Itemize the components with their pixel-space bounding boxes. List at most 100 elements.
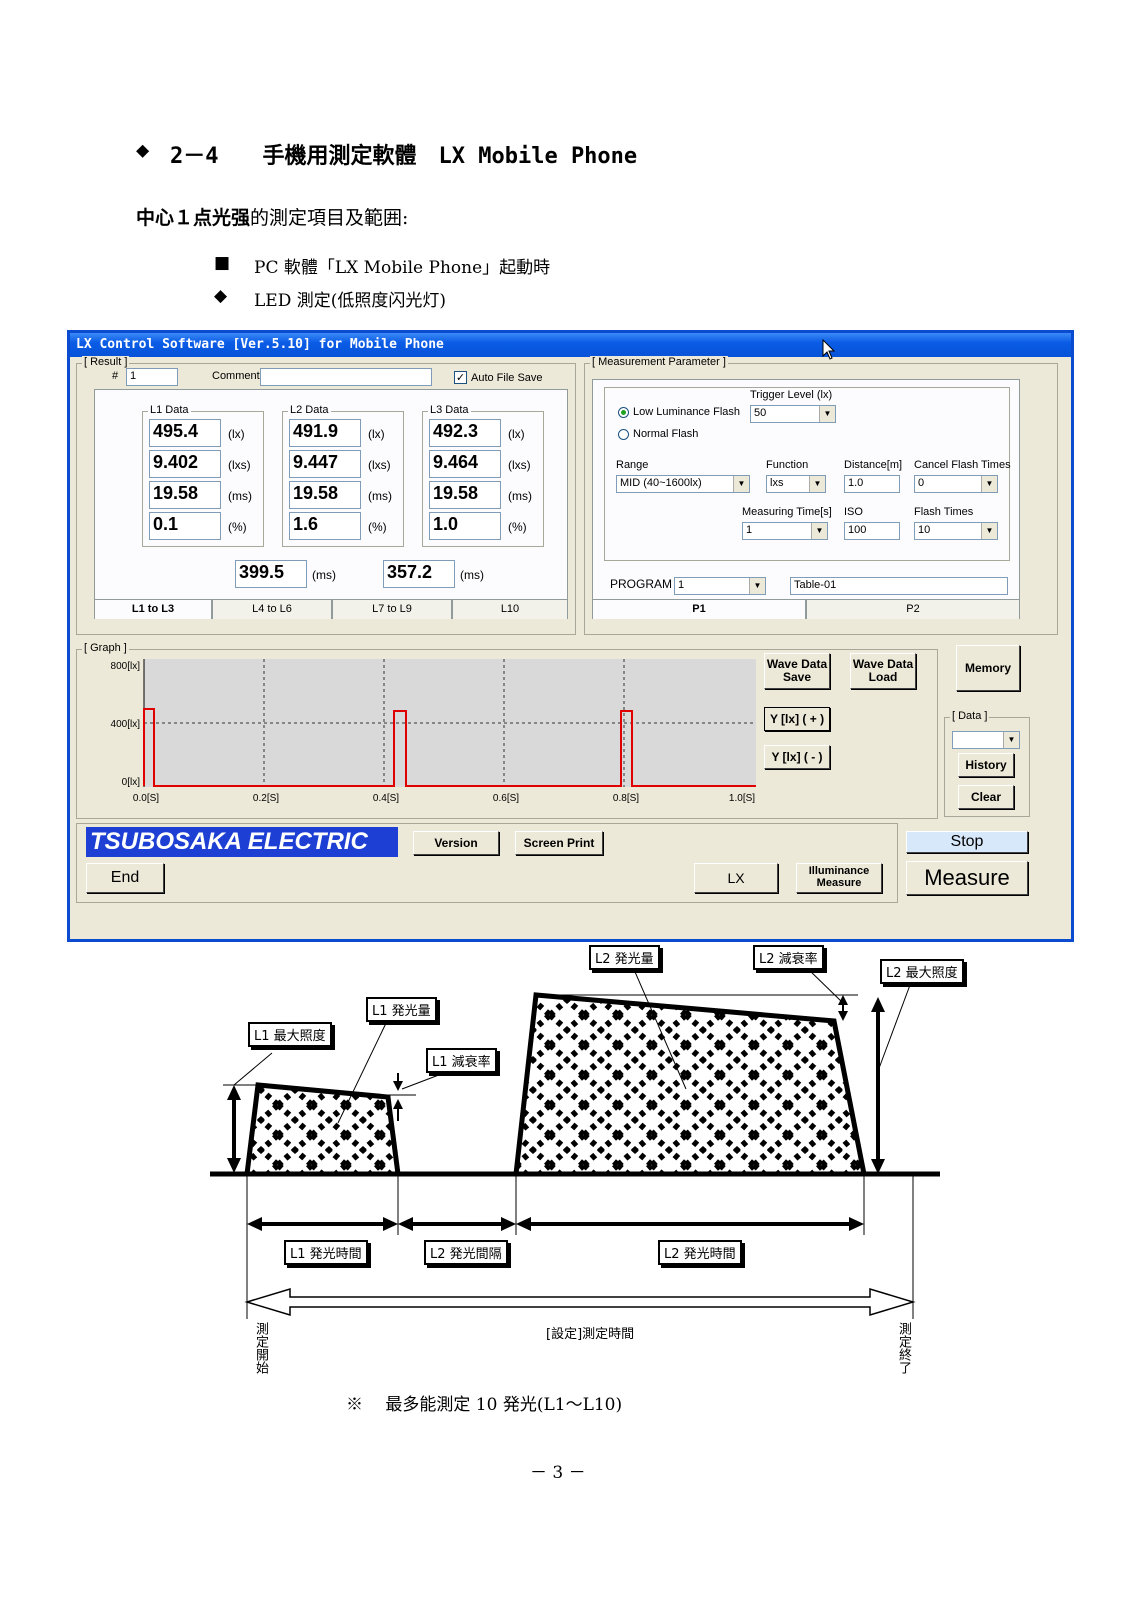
measurement-parameter-label: [ Measurement Parameter ] — [590, 356, 728, 368]
distance-field[interactable]: 1.0 — [844, 475, 900, 493]
arrow-right-icon — [501, 1217, 516, 1231]
function-value: lxs — [770, 477, 784, 489]
y-plus-button[interactable]: Y [lx] ( + ) — [764, 707, 830, 731]
flash-times-value: 10 — [918, 524, 931, 536]
data-select[interactable]: ▼ — [952, 731, 1020, 749]
l1-pulse-shape — [244, 1082, 401, 1177]
interval-1-value: 399.5 — [235, 560, 307, 588]
page-heading: 2－4 手機用測定軟體 LX Mobile Phone — [170, 144, 638, 169]
auto-save-checkbox[interactable]: ✓ — [454, 371, 467, 384]
l2-unit-lx: (lx) — [368, 427, 385, 441]
l2-amount-leader — [631, 964, 687, 1090]
comment-label: Comment — [212, 370, 260, 382]
arrow-right-icon — [383, 1217, 398, 1231]
function-label: Function — [766, 459, 809, 471]
l3-unit-percent: (%) — [508, 520, 527, 534]
l1-unit-percent: (%) — [228, 520, 247, 534]
wave-data-save-button[interactable]: Wave Data Save — [764, 653, 830, 689]
l1-unit-ms: (ms) — [228, 489, 252, 503]
tab-l7-to-l9[interactable]: L7 to L9 — [332, 599, 452, 619]
arrow-right-icon — [849, 1217, 864, 1231]
program-table-field[interactable]: Table-01 — [790, 577, 1008, 595]
measuring-time-select[interactable]: 1▼ — [742, 522, 828, 540]
measurement-time-arrow — [244, 1287, 916, 1317]
label-set-time: [設定]測定時間 — [546, 1327, 635, 1342]
cancel-flash-select[interactable]: 0▼ — [914, 475, 998, 493]
arrow-left-icon — [398, 1217, 413, 1231]
number-field[interactable]: 1 — [126, 368, 178, 386]
label-l1-decay: L1 減衰率 — [426, 1048, 497, 1073]
chevron-down-icon: ▼ — [819, 406, 835, 422]
label-l1-amount: L1 発光量 — [366, 997, 437, 1022]
arrow-up-icon — [871, 997, 885, 1012]
range-label: Range — [616, 459, 649, 471]
comment-field[interactable] — [260, 368, 432, 386]
l2-lux-value: 491.9 — [289, 419, 361, 447]
graph-x-label-0-0: 0.0[S] — [133, 793, 159, 804]
program-select[interactable]: 1▼ — [674, 577, 766, 595]
lx-button[interactable]: LX — [694, 863, 778, 893]
l1-amount-leader — [337, 1018, 389, 1124]
interval-2-value: 357.2 — [383, 560, 455, 588]
bottom-panel — [76, 823, 898, 903]
flash-times-select[interactable]: 10 ▼ — [914, 522, 998, 540]
arrow-down-icon — [838, 1011, 848, 1021]
l2-unit-lxs: (lxs) — [368, 458, 391, 472]
memory-button[interactable]: Memory — [956, 645, 1020, 691]
trigger-level-select[interactable]: 50▼ — [750, 405, 836, 423]
l2-data-label: L2 Data — [288, 404, 331, 416]
function-select[interactable]: lxs▼ — [766, 475, 826, 493]
iso-field[interactable]: 100 — [844, 522, 900, 540]
radio-selected-dot-icon — [621, 410, 626, 415]
stop-button[interactable]: Stop — [906, 831, 1028, 853]
graph-waveform-line — [143, 708, 756, 787]
clear-button[interactable]: Clear — [958, 785, 1014, 809]
graph-y-label-0: 0[lx] — [122, 777, 141, 788]
parameter-inner-group — [604, 387, 1010, 561]
l1-ms-value: 19.58 — [149, 481, 221, 509]
range-select[interactable]: MID (40~1600lx)▼ — [616, 475, 750, 493]
l2-unit-percent: (%) — [368, 520, 387, 534]
l1-data-group — [142, 411, 264, 547]
graph-group — [76, 649, 938, 819]
l1-data-label: L1 Data — [148, 404, 191, 416]
l3-percent-value: 1.0 — [429, 512, 501, 540]
cancel-flash-label: Cancel Flash Times — [914, 459, 1011, 471]
history-button[interactable]: History — [958, 753, 1014, 777]
l1-unit-lx: (lx) — [228, 427, 245, 441]
tab-p2[interactable]: P2 — [806, 599, 1020, 619]
timing-diagram — [210, 964, 940, 1319]
radio-low-luminance[interactable] — [618, 407, 629, 418]
flash-times-label: Flash Times — [914, 506, 974, 518]
page-number: － 3 － — [530, 1463, 586, 1483]
l3-lux-value: 492.3 — [429, 419, 501, 447]
wave-data-load-button[interactable]: Wave Data Load — [850, 653, 916, 689]
y-minus-button[interactable]: Y [lx] ( - ) — [764, 745, 830, 769]
graph-plot: 800[lx] 400[lx] 0[lx] 0.0[S] 0.2[S] 0.4[… — [111, 659, 756, 804]
measure-button[interactable]: Measure — [906, 861, 1028, 895]
graph-x-label-0-6: 0.6[S] — [493, 793, 519, 804]
window-title-bar[interactable]: LX Control Software [Ver.5.10] for Mobil… — [70, 333, 1071, 357]
screen-print-button[interactable]: Screen Print — [515, 831, 603, 855]
chevron-down-icon: ▼ — [981, 476, 997, 492]
tab-l10[interactable]: L10 — [452, 599, 568, 619]
graph-x-label-0-4: 0.4[S] — [373, 793, 399, 804]
tab-l4-to-l6[interactable]: L4 to L6 — [212, 599, 332, 619]
tab-l1-to-l3[interactable]: L1 to L3 — [94, 599, 212, 619]
brand-logo: TSUBOSAKA ELECTRIC — [86, 827, 398, 857]
measuring-time-label: Measuring Time[s] — [742, 506, 832, 518]
chevron-down-icon: ▼ — [981, 523, 997, 539]
version-button[interactable]: Version — [413, 831, 499, 855]
label-l2-amount: L2 発光量 — [589, 945, 660, 970]
illuminance-measure-button[interactable]: Illuminance Measure — [796, 863, 882, 893]
heading-marker: ◆ — [136, 138, 150, 163]
arrow-up-icon — [227, 1085, 241, 1100]
radio-normal-flash[interactable] — [618, 429, 629, 440]
l2-max-leader — [877, 984, 911, 1072]
distance-label: Distance[m] — [844, 459, 903, 471]
l1-lux-value: 495.4 — [149, 419, 221, 447]
tab-p1[interactable]: P1 — [592, 599, 806, 619]
end-button[interactable]: End — [86, 863, 164, 893]
label-measure-end: 測定終了 — [896, 1322, 911, 1374]
l2-unit-ms: (ms) — [368, 489, 392, 503]
